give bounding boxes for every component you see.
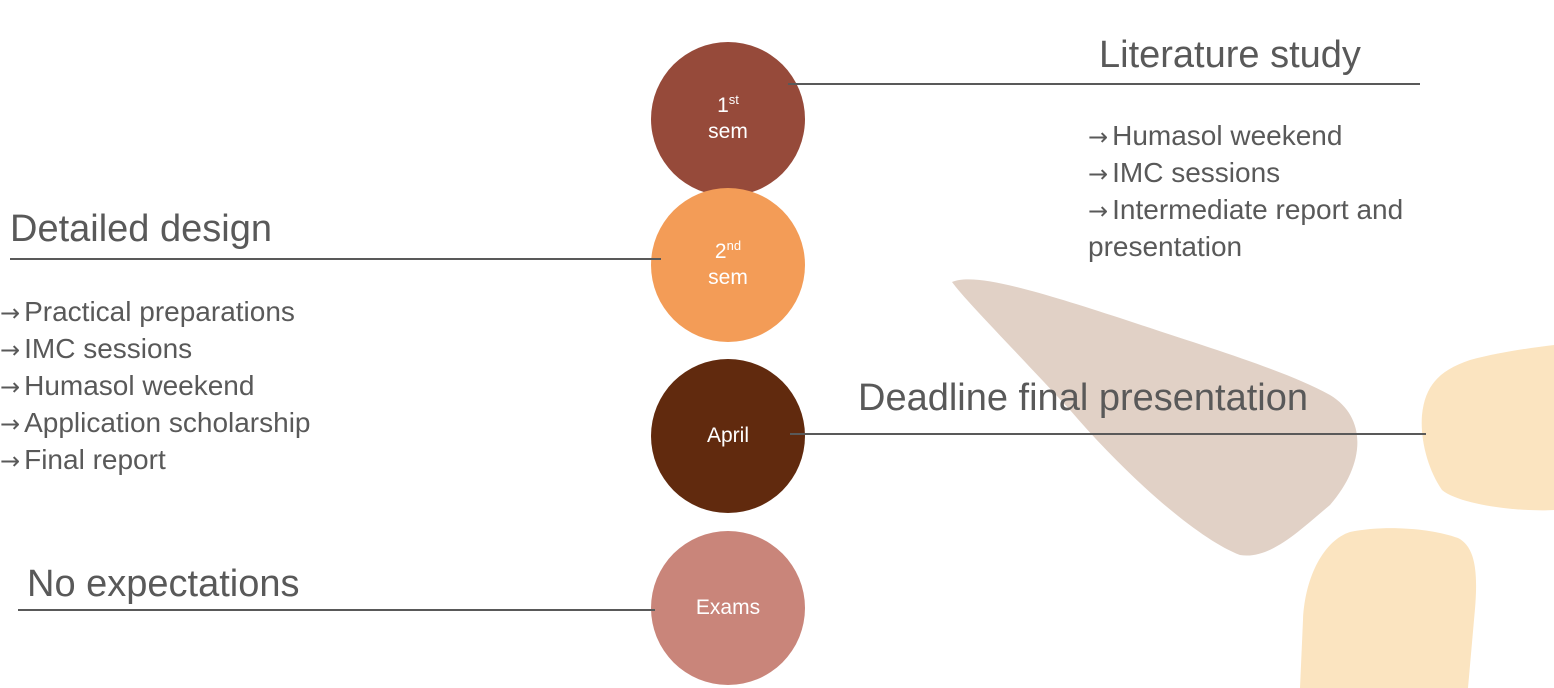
detailed-design-title: Detailed design <box>10 208 272 250</box>
list-item: →Humasol weekend <box>1088 120 1343 151</box>
literature-study-list: →Humasol weekend →IMC sessions →Intermed… <box>1088 118 1528 264</box>
node-label: sem <box>708 120 748 143</box>
arrow-right-icon: → <box>0 373 21 401</box>
connector-line-detailed <box>10 258 661 260</box>
timeline-node-first-semester: 1st sem <box>651 42 805 196</box>
node-number: 2nd <box>714 238 742 263</box>
timeline-node-second-semester: 2nd sem <box>651 188 805 342</box>
detailed-design-list: →Practical preparations →IMC sessions →H… <box>0 294 311 479</box>
list-item: →IMC sessions <box>1088 157 1281 188</box>
literature-study-title: Literature study <box>1099 34 1361 76</box>
grey-blob-shape <box>952 279 1358 556</box>
list-item: →Humasol weekend <box>0 370 255 401</box>
arrow-right-icon: → <box>0 336 21 364</box>
timeline-node-april: April <box>651 359 805 513</box>
cream-bell-shape <box>1300 528 1477 688</box>
arrow-right-icon: → <box>0 447 21 475</box>
arrow-right-icon: → <box>1088 123 1109 151</box>
connector-line-deadline <box>790 433 1426 435</box>
timeline-node-exams: Exams <box>651 531 805 685</box>
list-item: →Intermediate report and presentation <box>1088 194 1404 262</box>
arrow-right-icon: → <box>1088 160 1109 188</box>
node-number: 1st <box>717 92 739 117</box>
no-expectations-title: No expectations <box>27 563 300 605</box>
arrow-right-icon: → <box>0 299 21 327</box>
list-item: →IMC sessions <box>0 333 193 364</box>
connector-line-exams <box>18 609 655 611</box>
arrow-right-icon: → <box>1088 197 1109 225</box>
cream-blob-shape <box>1421 345 1554 511</box>
connector-line-literature <box>788 83 1420 85</box>
list-item: →Application scholarship <box>0 407 311 438</box>
list-item: →Practical preparations <box>0 296 295 327</box>
list-item: →Final report <box>0 444 166 475</box>
arrow-right-icon: → <box>0 410 21 438</box>
node-label: sem <box>708 266 748 289</box>
node-label: April <box>706 424 749 447</box>
node-label: Exams <box>695 596 761 619</box>
deadline-final-presentation-title: Deadline final presentation <box>858 377 1308 419</box>
